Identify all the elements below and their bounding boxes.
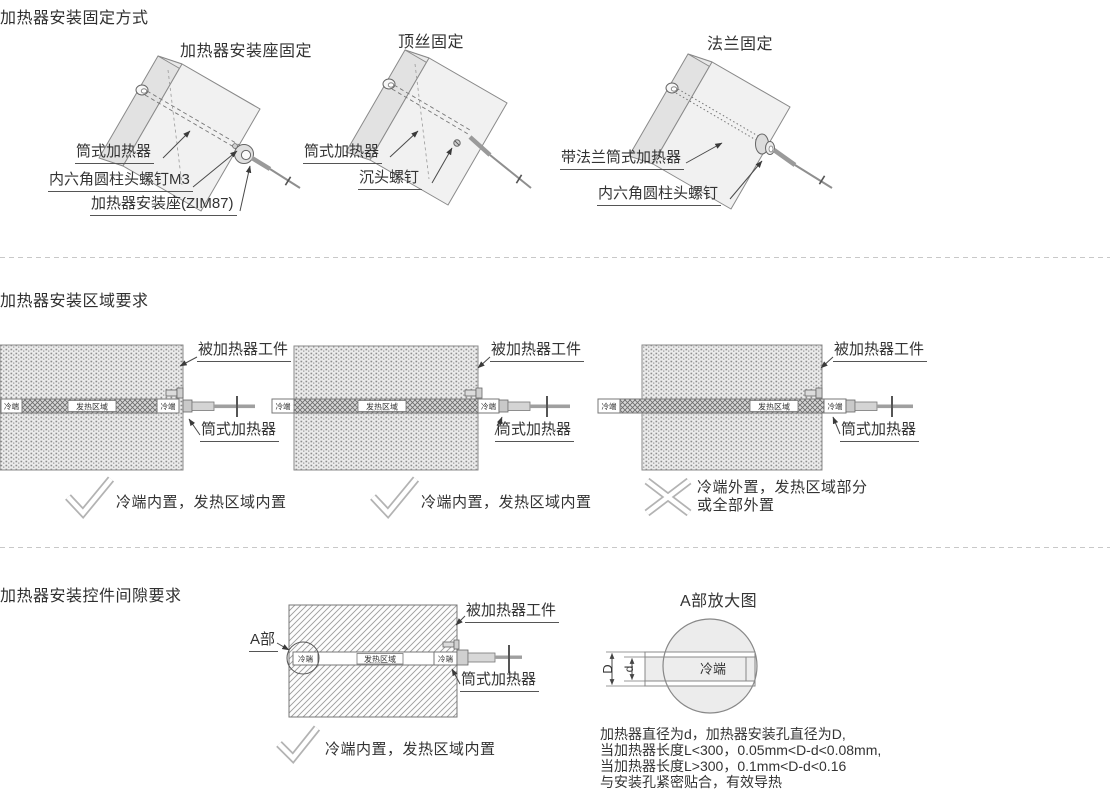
x-icon: [644, 477, 692, 517]
callout-cartridge-heater: 筒式加热器: [303, 140, 383, 164]
note-line-4: 与安装孔紧密贴合，有效导热: [600, 774, 782, 789]
callout-cartridge-heater: 筒式加热器: [495, 418, 575, 442]
bar-cold-label: 冷端: [828, 401, 843, 411]
caption-bad-line2: 或全部外置: [697, 497, 775, 514]
bar-heat-label: 发热区域: [758, 402, 790, 412]
area-figure-3: 冷端 发热区域 冷端: [597, 344, 913, 471]
detail-a-title: A部放大图: [680, 593, 758, 610]
section-heading-area: 加热器安装区域要求: [0, 293, 149, 310]
detail-cold-label: 冷端: [700, 662, 726, 677]
bar-cold-label: 冷端: [161, 401, 176, 411]
detail-a-circle: [286, 641, 320, 675]
bar-heat-label: 发热区域: [364, 654, 396, 664]
note-line-2: 当加热器长度L<300，0.05mm<D-d<0.08mm,: [600, 742, 882, 758]
caption-ok-3: 冷端内置，发热区域内置: [325, 741, 496, 758]
callout-countersunk-screw: 沉头螺钉: [358, 166, 423, 190]
callout-workpiece: 被加热器工件: [465, 599, 560, 623]
bar-cold-label: 冷端: [4, 401, 19, 411]
caption-ok-2: 冷端内置，发热区域内置: [421, 494, 592, 511]
section-heading-fixing: 加热器安装固定方式: [0, 10, 149, 27]
check-icon: [276, 725, 321, 764]
caption-bad-line1: 冷端外置，发热区域部分: [697, 479, 868, 496]
dim-outer-label: D: [600, 664, 615, 673]
callout-socket-screw-m3: 内六角圆柱头螺钉M3: [48, 168, 193, 192]
callout-cartridge-heater: 筒式加热器: [75, 140, 155, 164]
caption-ok-1: 冷端内置，发热区域内置: [116, 494, 287, 511]
callout-cartridge-heater: 筒式加热器: [460, 668, 540, 692]
callout-workpiece: 被加热器工件: [197, 338, 292, 362]
note-line-1: 加热器直径为d，加热器安装孔直径为D,: [600, 726, 846, 742]
diagram3-title: 法兰固定: [707, 36, 774, 53]
area-figure-2: 冷端 发热区域 冷端: [271, 345, 570, 471]
bar-heat-label: 发热区域: [366, 402, 398, 412]
bar-cold-label: 冷端: [481, 401, 496, 411]
diagram2-title: 顶丝固定: [398, 34, 465, 51]
callout-cartridge-heater: 筒式加热器: [200, 418, 280, 442]
slab-set-screw-figure: [345, 49, 532, 206]
callout-socket-screw: 内六角圆柱头螺钉: [597, 182, 722, 206]
bar-heat-label: 发热区域: [76, 402, 108, 412]
bar-cold-label: 冷端: [438, 654, 453, 664]
slab-mount-seat-figure: [98, 55, 301, 212]
check-icon: [370, 476, 420, 520]
callout-workpiece: 被加热器工件: [490, 338, 585, 362]
callout-workpiece: 被加热器工件: [833, 338, 928, 362]
callout-cartridge-heater: 筒式加热器: [840, 418, 920, 442]
dim-inner-label: d: [622, 666, 636, 673]
detail-a-view: 冷端 D d: [600, 618, 758, 714]
callout-detail-a-ref: A部: [249, 628, 279, 652]
diagram1-title: 加热器安装座固定: [180, 43, 313, 60]
area-figure-1: 冷端 发热区域 冷端: [0, 344, 255, 471]
bar-cold-label: 冷端: [602, 401, 617, 411]
note-line-3: 当加热器长度L>300，0.1mm<D-d<0.16: [600, 758, 847, 774]
section-heading-clearance: 加热器安装控件间隙要求: [0, 588, 182, 605]
clearance-figure: 冷端 发热区域 冷端: [276, 604, 522, 718]
bar-cold-label: 冷端: [298, 654, 313, 664]
bar-cold-label: 冷端: [276, 401, 291, 411]
check-icon: [65, 476, 115, 520]
slab-flange-figure: [628, 53, 833, 210]
callout-flanged-heater: 带法兰筒式加热器: [560, 146, 685, 170]
callout-heater-seat: 加热器安装座(ZIM87): [90, 192, 237, 216]
clearance-notes: 加热器直径为d，加热器安装孔直径为D, 当加热器长度L<300，0.05mm<D…: [600, 726, 1080, 789]
